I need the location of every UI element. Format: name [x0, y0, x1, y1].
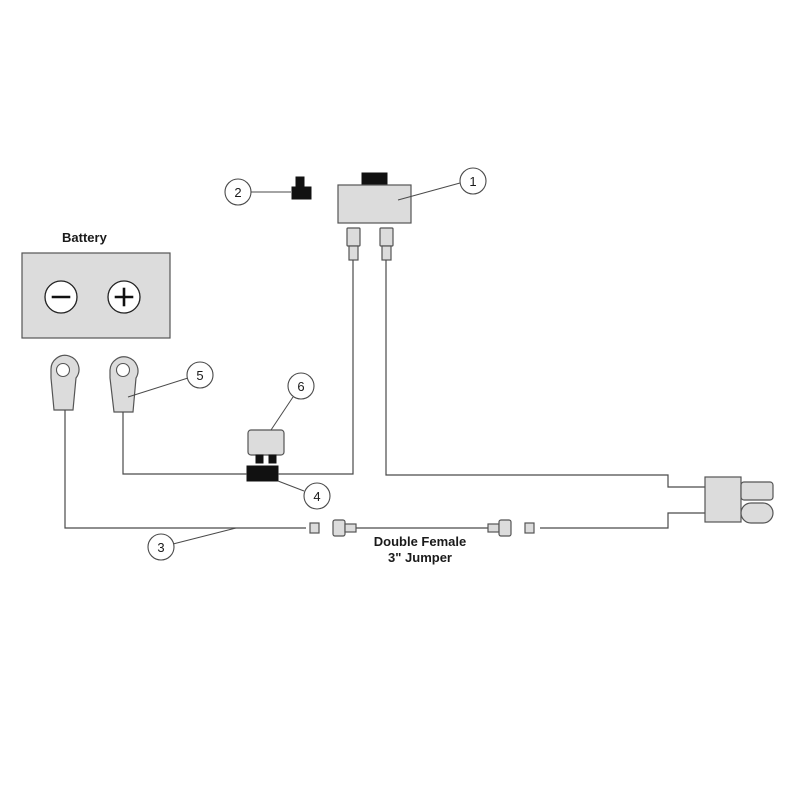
battery: Battery — [21, 230, 171, 339]
ring-terminal-positive — [109, 356, 139, 413]
battery-positive-terminal — [107, 280, 141, 314]
switch — [337, 172, 412, 261]
ring-terminal-negative — [50, 354, 80, 411]
fuse — [247, 429, 285, 464]
bullet-connector-right — [524, 522, 535, 534]
switch-body — [337, 184, 412, 224]
callout-2-number: 2 — [234, 185, 241, 200]
harness-plug — [704, 476, 774, 524]
jumper-label-line2: 3" Jumper — [388, 550, 452, 565]
battery-body — [21, 252, 171, 339]
callout-3-number: 3 — [157, 540, 164, 555]
callout-2: 2 — [224, 178, 291, 206]
wires — [64, 260, 705, 529]
callout-5-number: 5 — [196, 368, 203, 383]
callout-1: 1 — [397, 167, 487, 201]
switch-mount-clip — [291, 176, 312, 200]
callout-1-number: 1 — [469, 174, 476, 189]
callout-5: 5 — [127, 361, 214, 398]
female-connector-left — [332, 519, 346, 537]
harness-plug-body — [704, 476, 742, 523]
battery-negative-terminal — [44, 280, 78, 314]
jumper-label-line1: Double Female — [374, 534, 466, 549]
fuse-holder — [246, 465, 279, 482]
callout-6-number: 6 — [297, 379, 304, 394]
bullet-connector-left — [309, 522, 320, 534]
callout-6: 6 — [270, 372, 315, 431]
jumper-connectors — [309, 519, 535, 537]
callout-4: 4 — [277, 480, 331, 510]
switch-rocker — [361, 172, 388, 186]
battery-label: Battery — [62, 230, 108, 245]
female-connector-right — [498, 519, 512, 537]
callout-3: 3 — [147, 527, 237, 561]
callout-4-number: 4 — [313, 489, 320, 504]
